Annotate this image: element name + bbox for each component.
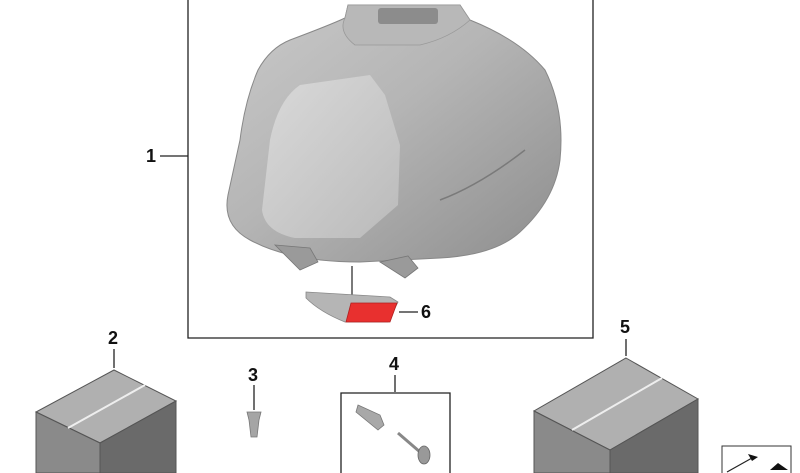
case-frame bbox=[160, 0, 594, 339]
case-illustration[interactable] bbox=[226, 4, 562, 279]
callout-3[interactable]: 3 bbox=[248, 365, 259, 385]
callout-5[interactable]: 5 bbox=[620, 317, 631, 337]
box-illustration-2[interactable] bbox=[34, 349, 178, 473]
callout-2[interactable]: 2 bbox=[108, 328, 119, 348]
reflector-illustration[interactable] bbox=[305, 266, 418, 323]
callout-1[interactable]: 1 bbox=[146, 146, 157, 166]
callout-4[interactable]: 4 bbox=[389, 354, 400, 374]
callout-6[interactable]: 6 bbox=[421, 302, 432, 322]
diagram-symbol-icon bbox=[721, 445, 792, 473]
lock-key-set-4[interactable] bbox=[340, 375, 451, 473]
box-illustration-5[interactable] bbox=[532, 339, 700, 473]
screw-illustration-3[interactable] bbox=[246, 385, 262, 438]
